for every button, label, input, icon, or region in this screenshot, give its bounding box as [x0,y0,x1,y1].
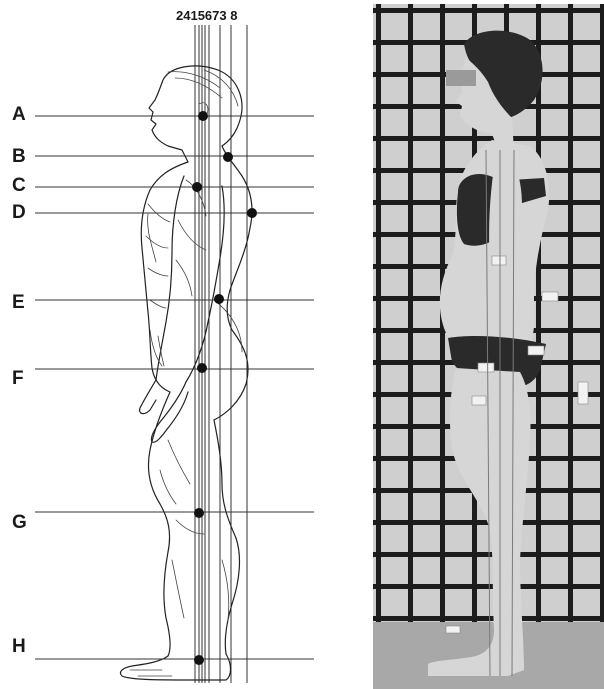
landmark-dot-A [198,111,208,121]
landmark-dot-D [247,208,257,218]
posture-photo [373,4,604,689]
calf-detail-line [222,560,229,620]
leg-detail-lines [160,440,204,618]
row-label-A: A [12,104,26,125]
hip-detail-line [214,300,242,352]
landmark-dot-B [223,152,233,162]
abdomen-detail-lines [150,330,164,366]
row-label-H: H [12,636,26,657]
landmark-dot-H [194,655,204,665]
column-numbers: 2415673 8 [176,8,237,23]
row-label-G: G [12,512,27,533]
marker-tab-3 [528,346,544,355]
face-redaction-box [446,70,476,86]
landmark-dot-E [214,294,224,304]
marker-tab-7 [446,626,460,633]
arm-outline [156,176,224,382]
marker-tab-2 [542,292,558,301]
feet-outline [120,654,230,680]
marker-tab-5 [472,396,486,405]
marker-tab-1 [492,256,506,265]
horizontal-reference-lines [35,116,314,659]
posture-diagram: 2415673 8 [12,8,314,683]
row-label-E: E [12,292,25,313]
front-torso-outline [141,162,188,392]
back-leg-outline [214,420,239,654]
marker-tab-4 [478,363,494,372]
row-label-D: D [12,202,26,223]
toe-lines [130,670,172,676]
landmark-dot-C [192,182,202,192]
row-labels: A B C D E F G H [12,104,27,657]
front-leg-outline [148,392,170,656]
landmark-dot-G [194,508,204,518]
row-label-C: C [12,175,26,196]
row-label-F: F [12,368,24,389]
torso-detail-lines [146,204,170,308]
marker-tab-6 [578,382,588,404]
row-label-B: B [12,146,26,167]
landmark-dot-F [197,363,207,373]
